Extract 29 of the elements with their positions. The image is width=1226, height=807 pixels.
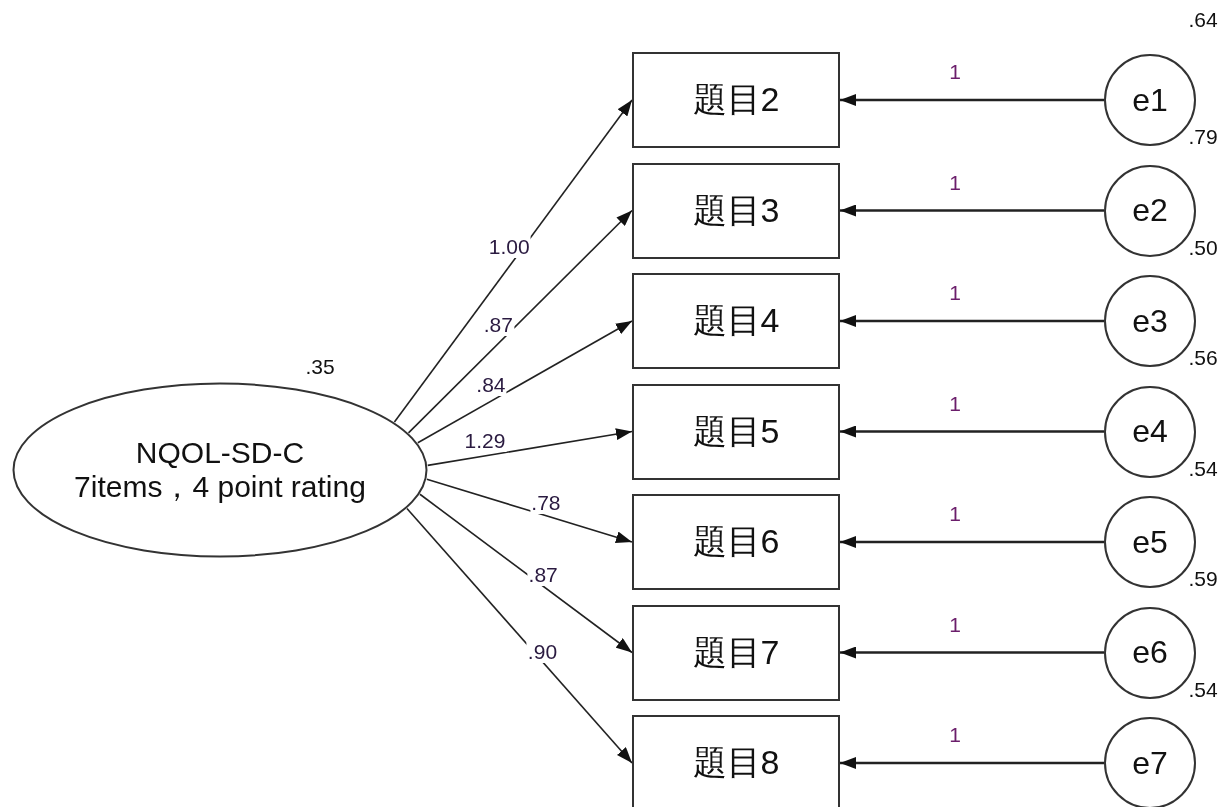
indicator-box: 題目8 xyxy=(632,715,840,807)
arrow xyxy=(840,315,1104,327)
arrow xyxy=(840,204,1104,217)
latent-label: 7items，4 point rating xyxy=(74,470,366,504)
latent-label: NQOL-SD-C xyxy=(135,436,305,470)
latent-ellipse xyxy=(12,382,428,558)
arrow xyxy=(840,94,1104,106)
arrow xyxy=(406,507,633,764)
arrow xyxy=(840,757,1104,769)
edge-label: 1.00 xyxy=(487,236,531,259)
arrow xyxy=(426,478,633,544)
arrow xyxy=(840,536,1104,548)
edge-label: .90 xyxy=(526,641,559,664)
error-circle: e7 xyxy=(1104,717,1196,807)
arrow xyxy=(426,428,633,467)
arrow xyxy=(417,320,633,444)
variance-label: .35 xyxy=(304,356,336,378)
indicator-box: 題目2 xyxy=(632,52,840,148)
arrow xyxy=(393,99,633,423)
indicator-box: 題目6 xyxy=(632,494,840,590)
arrow xyxy=(407,209,633,434)
indicator-box: 題目7 xyxy=(632,604,840,701)
indicator-box: 題目5 xyxy=(632,383,840,480)
arrow xyxy=(840,425,1104,438)
arrow xyxy=(840,646,1104,659)
indicator-box: 題目3 xyxy=(632,162,840,259)
variance-label: .64 xyxy=(1187,9,1219,31)
indicator-box: 題目4 xyxy=(632,273,840,369)
arrow xyxy=(419,493,633,654)
